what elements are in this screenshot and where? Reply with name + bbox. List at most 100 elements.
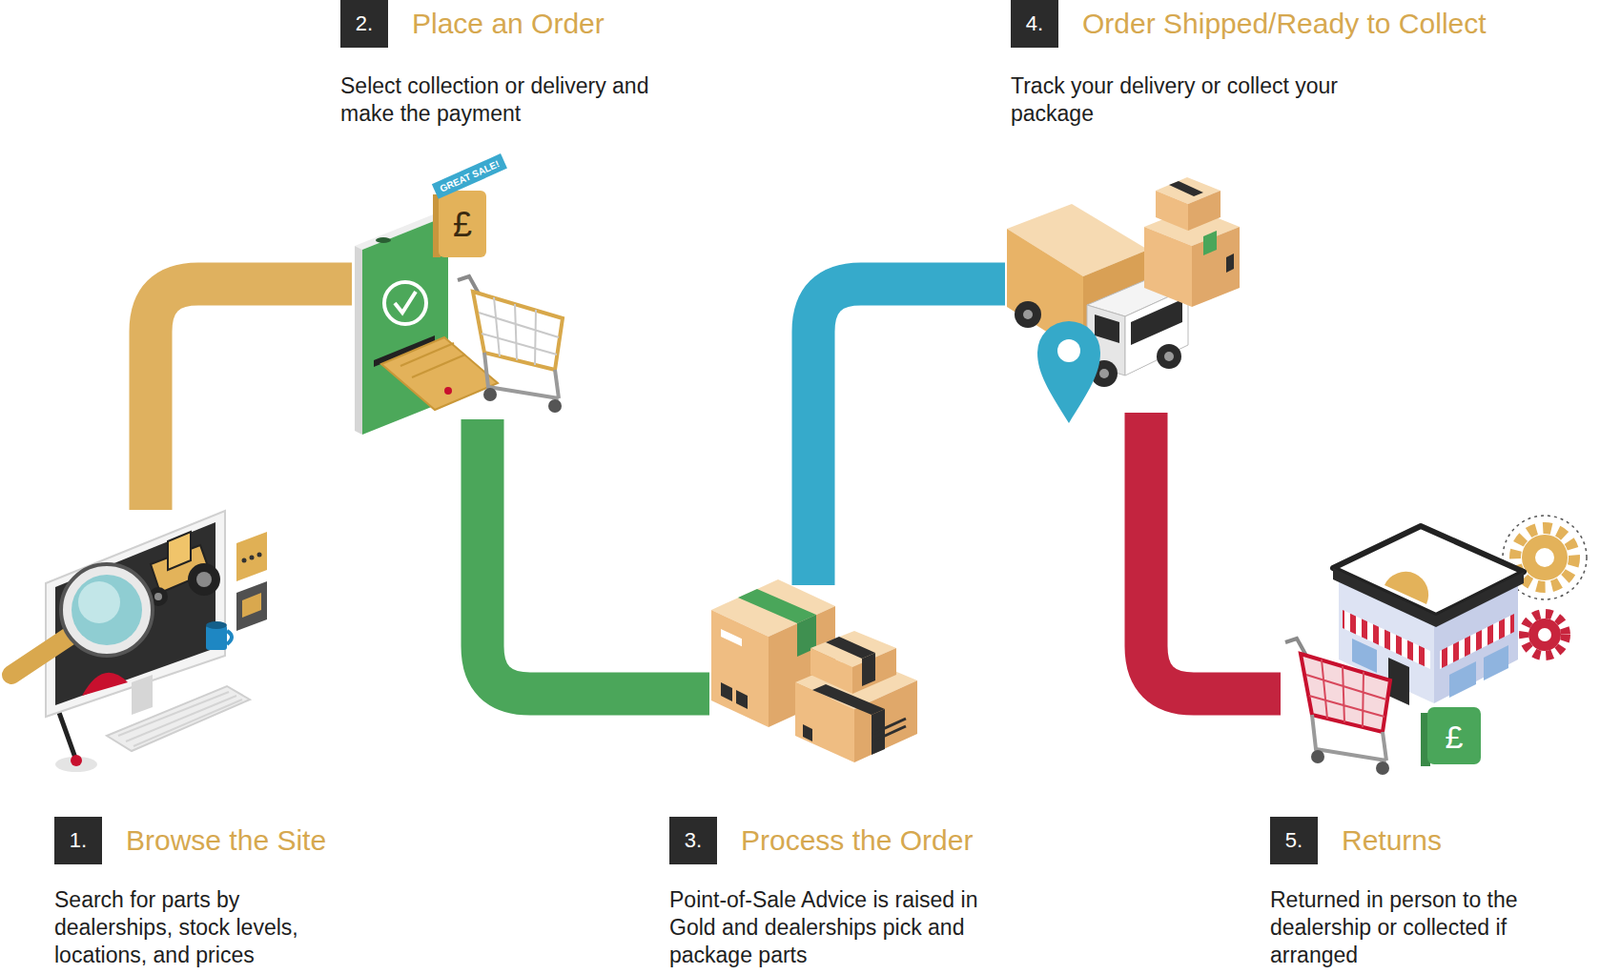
computer-illustration-part [82, 673, 128, 697]
computer-illustration-part [196, 572, 212, 588]
step-caption: 2.Place an OrderSelect collection or del… [340, 0, 660, 128]
step-node: 4.Order Shipped/Ready to CollectTrack yo… [1005, 173, 1240, 413]
computer-illustration-part [131, 675, 153, 716]
boxes-illustration-part [854, 680, 918, 763]
payment-illustration-part [394, 291, 416, 313]
truck-illustration-part [1203, 230, 1217, 256]
store-illustration-part [1333, 526, 1524, 616]
computer-illustration-part [118, 692, 243, 747]
step-number: 4. [1010, 0, 1059, 48]
computer-illustration-part [249, 555, 255, 561]
step-caption: 5.ReturnsReturned in person to the deale… [1270, 817, 1576, 970]
step-caption: 3.Process the OrderPoint-of-Sale Advice … [669, 817, 1004, 970]
boxes-illustration-part [802, 724, 813, 742]
step-description: Select collection or delivery and make t… [340, 72, 660, 128]
step-title-row: 2.Place an Order [340, 0, 660, 48]
computer-illustration-part [71, 574, 143, 646]
step-description: Returned in person to the dealership or … [1270, 886, 1576, 970]
currency-symbol: £ [1445, 718, 1464, 757]
step-node: 5.ReturnsReturned in person to the deale… [1280, 499, 1598, 776]
computer-illustration-part [226, 631, 232, 645]
truck-illustration-part [1155, 190, 1189, 231]
boxes-illustration-part [720, 682, 733, 702]
computer-illustration-part [236, 581, 267, 632]
boxes-illustration-part [812, 684, 885, 716]
computer-illustration-part [78, 581, 121, 624]
step-heading: Browse the Site [125, 824, 327, 858]
store-illustration-part [1384, 572, 1429, 605]
computer-illustration-part [154, 593, 163, 601]
payment-illustration-part [384, 282, 427, 325]
connector-band [1146, 412, 1281, 695]
store-illustration-part [1535, 548, 1555, 568]
truck-illustration-part [1094, 314, 1120, 344]
boxes-illustration-part [861, 653, 876, 687]
connector-band [813, 284, 1006, 586]
step-heading: Returns [1341, 824, 1442, 858]
payment-illustration [354, 190, 563, 435]
computer-illustration-part [70, 755, 83, 767]
truck-illustration-part [1023, 309, 1033, 320]
boxes-illustration-part [872, 718, 906, 742]
computer-illustration-part [187, 563, 221, 596]
truck-illustration-part [1014, 301, 1042, 329]
payment-illustration-part [375, 237, 391, 244]
step-caption: 4. Order Shipped/Ready to CollectTrack yo… [1010, 0, 1487, 128]
computer-illustration-part [205, 621, 227, 630]
step-description: Point-of-Sale Advice is raised in Gold a… [669, 886, 1004, 970]
step-node: 3.Process the OrderPoint-of-Sale Advice … [709, 585, 919, 763]
step-number: 1. [54, 817, 103, 865]
boxes-illustration-part [711, 610, 769, 728]
step-number: 2. [340, 0, 389, 48]
step-title-row: 1. Browse the Site [54, 817, 350, 865]
label-anchor: £ [452, 205, 472, 246]
store-illustration-part [1449, 661, 1477, 698]
step-description: Track your delivery or collect your pack… [1010, 72, 1412, 128]
computer-illustration-part [242, 593, 262, 618]
computer-illustration-part [106, 686, 250, 752]
store-illustration-part [1538, 628, 1552, 642]
payment-illustration-part [400, 343, 466, 378]
truck-illustration [1006, 177, 1240, 424]
store-illustration-part [1528, 618, 1561, 652]
computer-illustration-part [242, 558, 247, 564]
payment-illustration-part [444, 387, 452, 395]
truck-illustration-part [1191, 226, 1240, 308]
payment-illustration-part [438, 190, 487, 258]
truck-illustration-part [1057, 339, 1081, 363]
computer-illustration-part [45, 511, 226, 718]
step-title-row: 3.Process the Order [669, 817, 1004, 865]
connector-band [150, 284, 352, 511]
computer-illustration-part [55, 522, 216, 706]
boxes-illustration-part [736, 690, 748, 710]
step-heading: Order Shipped/Ready to Collect [1082, 7, 1487, 41]
step-description: Search for parts by dealerships, stock l… [54, 886, 350, 970]
step-caption: 1. Browse the SiteSearch for parts by dea… [54, 817, 350, 970]
boxes-illustration-part [720, 629, 742, 647]
label-anchor: £ [1445, 718, 1464, 757]
connector-band [482, 419, 710, 695]
truck-illustration-part [1169, 181, 1204, 197]
step-node: 2.Place an OrderSelect collection or del… [351, 158, 567, 420]
computer-illustration-part [11, 636, 69, 676]
payment-illustration-part [354, 246, 363, 435]
label-anchor: GREAT SALE! [430, 151, 508, 200]
computer-illustration [11, 511, 267, 773]
computer-illustration-part [257, 553, 263, 558]
store-illustration-part [1483, 645, 1509, 681]
truck-illustration-part [1130, 299, 1183, 346]
truck-illustration-part [1099, 369, 1109, 379]
truck-illustration-part [1037, 321, 1101, 424]
currency-symbol: £ [452, 205, 472, 246]
truck-illustration-part [1188, 190, 1221, 231]
payment-illustration-part [381, 337, 498, 411]
computer-illustration-part [236, 532, 267, 582]
truck-illustration-part [1164, 351, 1174, 362]
store-illustration-part [1352, 638, 1377, 674]
truck-illustration-part [1156, 344, 1182, 370]
sale-tag: GREAT SALE! [431, 153, 508, 200]
step-title-row: 5.Returns [1270, 817, 1576, 865]
computer-illustration-part [167, 532, 191, 571]
